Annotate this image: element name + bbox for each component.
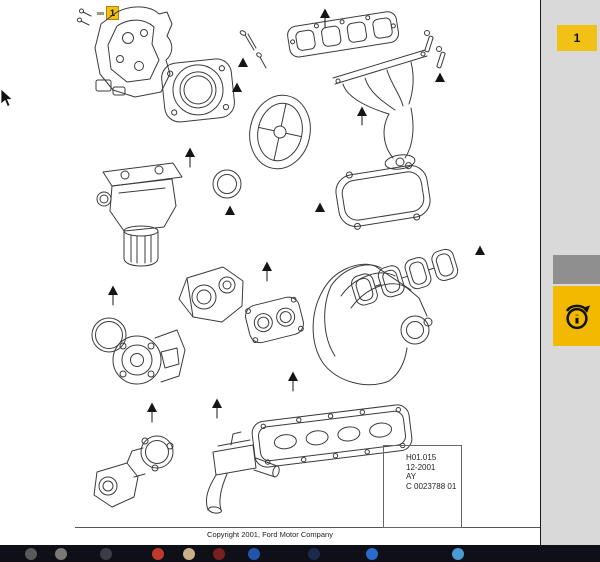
copyright-text: Copyright 2001, Ford Motor Company	[207, 530, 333, 539]
diagram-page-marker[interactable]: 1	[97, 6, 119, 20]
reference-number: C 0023788 01	[406, 481, 457, 491]
callout-markers	[108, 8, 485, 423]
intake-manifold-gasket	[351, 248, 459, 306]
cam-cover-gasket	[335, 162, 431, 230]
water-outlet-pipe	[205, 431, 280, 514]
model-code: AY	[406, 472, 417, 481]
next-diagram-button[interactable]	[553, 286, 600, 346]
oil-pump	[178, 266, 244, 323]
twin-port-gasket	[245, 296, 304, 344]
drawing-title-block: H01.015 12-2001 AY C 0023788 01	[383, 445, 462, 528]
end-cover-housing	[77, 6, 173, 98]
taskbar-app-icon[interactable]	[152, 548, 164, 560]
taskbar-app-icon[interactable]	[25, 548, 37, 560]
sidebar-separator-block	[553, 255, 600, 284]
circular-arrow-info-icon	[565, 304, 590, 330]
taskbar-app-icon[interactable]	[452, 548, 464, 560]
intake-manifold	[312, 263, 433, 386]
taskbar-app-icon[interactable]	[308, 548, 320, 560]
sidebar: 1	[541, 0, 600, 545]
parts-diagram-page: 1	[0, 0, 541, 545]
mouse-cursor-icon	[0, 88, 14, 108]
exhaust-manifold	[332, 49, 428, 170]
marker-number-badge: 1	[106, 6, 119, 20]
drawing-frame-line	[75, 527, 540, 528]
taskbar-app-icon[interactable]	[100, 548, 112, 560]
thermostat-housing	[93, 447, 146, 508]
exploded-parts-diagram	[77, 6, 485, 514]
taskbar-app-icon[interactable]	[366, 548, 378, 560]
sheet-number: H01.015	[406, 453, 437, 462]
marker-dash-icon	[97, 11, 104, 15]
taskbar-app-icon[interactable]	[183, 548, 195, 560]
front-cover	[249, 94, 311, 170]
taskbar-app-icon[interactable]	[248, 548, 260, 560]
thermostat-gasket	[140, 435, 174, 472]
oil-filter-housing	[96, 162, 183, 267]
water-pump	[112, 329, 186, 385]
stud-set	[424, 30, 446, 69]
o-ring	[91, 317, 127, 353]
windows-taskbar[interactable]	[0, 545, 600, 562]
exhaust-manifold-gasket	[287, 11, 400, 58]
crank-seal	[212, 169, 242, 199]
taskbar-app-icon[interactable]	[55, 548, 67, 560]
page-number-button[interactable]: 1	[557, 25, 597, 51]
bolt-set-top	[239, 30, 267, 69]
taskbar-app-icon[interactable]	[213, 548, 225, 560]
rear-main-seal-retainer	[161, 58, 235, 123]
sheet-date: 12-2001	[406, 462, 436, 472]
